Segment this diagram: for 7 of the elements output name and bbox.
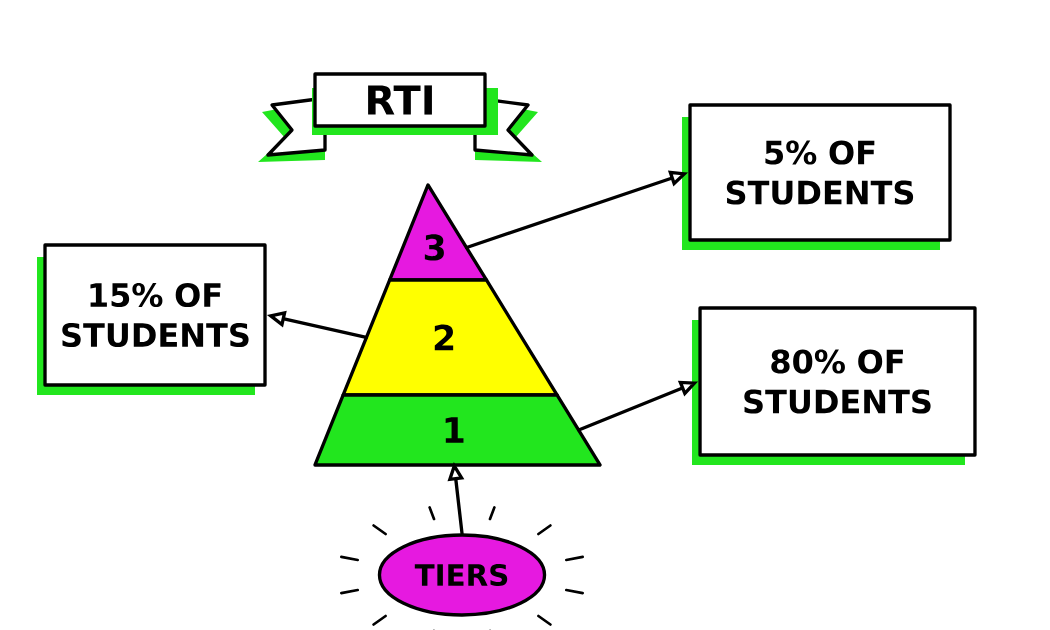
pyramid-tier: 3 (388, 183, 489, 282)
text-box: 15% OF STUDENTS (37, 243, 267, 395)
text-box: 80% OF STUDENTS (692, 306, 977, 465)
text-box: 5% OF STUDENTS (682, 103, 952, 250)
pyramid-tier: 1 (313, 393, 602, 467)
pyramid-tier: 2 (341, 278, 559, 397)
banner: RTI (258, 72, 542, 162)
